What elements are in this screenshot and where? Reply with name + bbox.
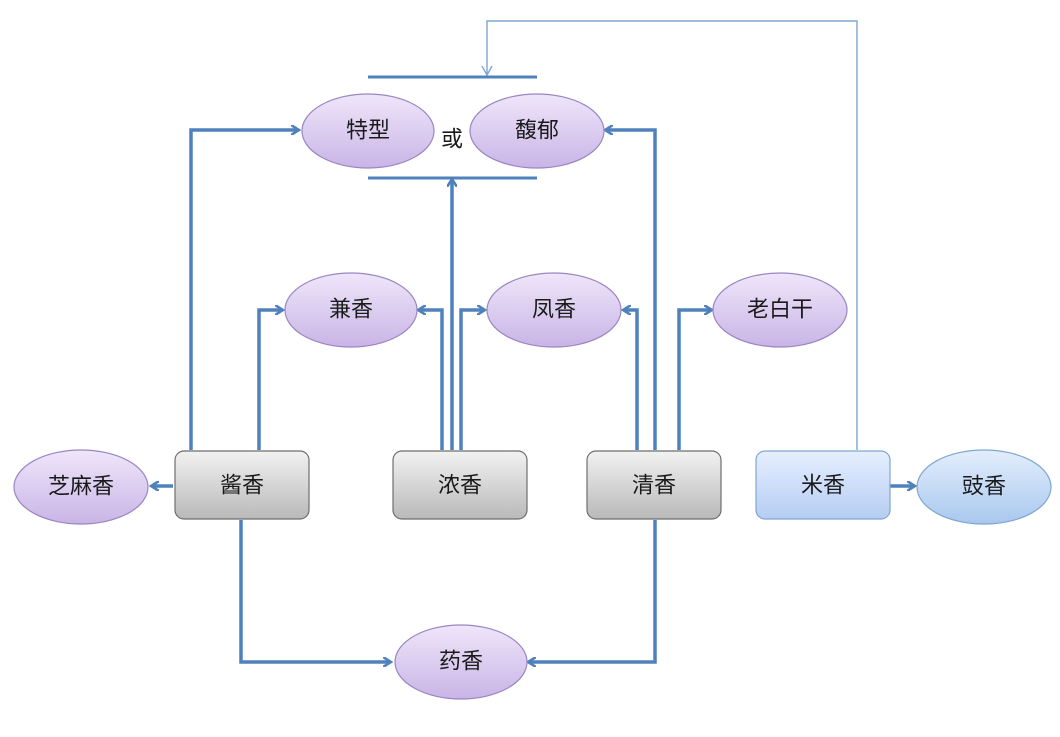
node-special-label: 特型 <box>346 119 390 144</box>
connector-jiangxiang-to-yaoxiang <box>239 520 390 662</box>
connector-qingxiang-to-fuyu <box>606 130 657 450</box>
node-yaoxiang: 药香 <box>394 624 528 700</box>
connector-qingxiang-to-fengxiang <box>624 310 639 450</box>
connector-nongxiang-to-jianxiang <box>419 310 444 450</box>
node-zhimaxiang: 芝麻香 <box>13 449 149 525</box>
connector-jiangxiang-to-special <box>189 130 298 450</box>
node-fengxiang-label: 凤香 <box>532 298 576 323</box>
or-connector-label: 或 <box>441 128 463 153</box>
node-jiangxiang: 酱香 <box>174 450 310 520</box>
connectors <box>152 20 914 662</box>
connector-jiangxiang-to-jianxiang <box>257 310 282 450</box>
node-chixiang: 豉香 <box>916 449 1052 525</box>
connector-mixiang-to-top <box>487 20 858 450</box>
node-jianxiang-label: 兼香 <box>329 298 373 323</box>
node-qingxiang-label: 清香 <box>632 474 676 499</box>
node-fuyu-label: 馥郁 <box>515 119 559 144</box>
connector-qingxiang-to-laobaigan <box>677 310 711 450</box>
node-fengxiang: 凤香 <box>486 272 622 348</box>
node-nongxiang: 浓香 <box>392 450 528 520</box>
node-laobaigan-label: 老白干 <box>747 298 813 323</box>
connector-nongxiang-to-fengxiang <box>459 310 484 450</box>
node-zhimaxiang-label: 芝麻香 <box>48 475 114 500</box>
node-laobaigan: 老白干 <box>712 272 848 348</box>
node-jiangxiang-label: 酱香 <box>220 474 264 499</box>
connector-qingxiang-to-yaoxiang <box>529 520 657 662</box>
node-qingxiang: 清香 <box>586 450 722 520</box>
node-jianxiang: 兼香 <box>284 272 418 348</box>
node-fuyu: 馥郁 <box>469 93 605 169</box>
node-nongxiang-label: 浓香 <box>438 474 482 499</box>
node-mixiang: 米香 <box>755 450 891 520</box>
node-yaoxiang-label: 药香 <box>439 650 483 675</box>
node-chixiang-label: 豉香 <box>962 475 1006 500</box>
node-special: 特型 <box>301 93 435 169</box>
node-mixiang-label: 米香 <box>801 474 845 499</box>
